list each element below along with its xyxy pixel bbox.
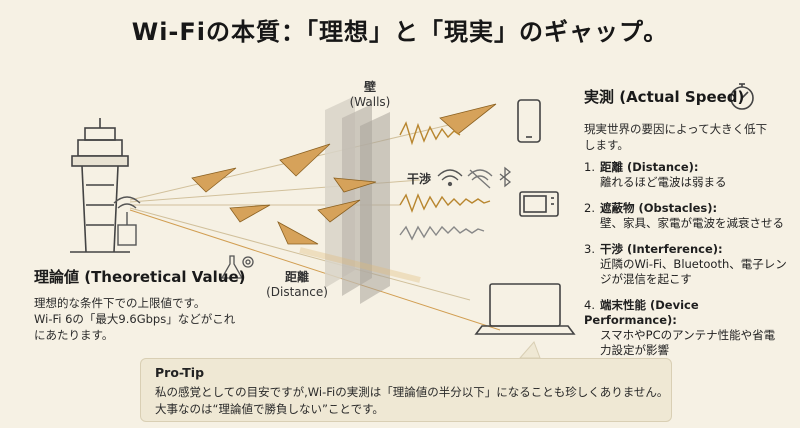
factor-number: 3.	[584, 242, 595, 256]
factor-title: 端末性能 (Device Performance):	[584, 298, 699, 327]
walls-label: 壁 (Walls)	[340, 78, 400, 109]
actual-section: 実測 (Actual Speed) 現実世界の要因によって大きく低下 します。	[584, 86, 794, 153]
factor-desc: 力設定が影響	[600, 343, 669, 357]
actual-heading: 実測 (Actual Speed)	[584, 88, 745, 106]
theory-description: 理想的な条件下での上限値です。 Wi-Fi 6の「最大9.6Gbps」などがこれ…	[34, 295, 294, 343]
factor-item-device: 4.端末性能 (Device Performance): スマホやPCのアンテナ…	[584, 298, 794, 358]
factor-number: 2.	[584, 201, 595, 215]
microwave-icon	[519, 191, 559, 217]
paper-plane-icons	[191, 103, 497, 245]
actual-description: 現実世界の要因によって大きく低下 します。	[584, 121, 794, 153]
theory-desc-line: にあたります。	[34, 328, 114, 342]
factor-item-interference: 3. 干渉 (Interference): 近隣のWi-Fi、Bluetooth、…	[584, 242, 794, 287]
control-tower-icon	[70, 118, 130, 253]
factor-desc: 離れるほど電波は弱まる	[600, 175, 727, 189]
actual-desc-line: します。	[584, 138, 629, 152]
factor-number: 1.	[584, 160, 595, 174]
factor-desc: ジが混信を起こす	[600, 272, 692, 286]
wifi-crossed-icon	[467, 169, 493, 189]
wifi-router-icon	[113, 196, 141, 246]
laptop-icon	[474, 283, 576, 335]
theory-section: 理論値 (Theoretical Value) 理想的な条件下での上限値です。 …	[34, 266, 294, 343]
distance-label-jp: 距離	[284, 270, 309, 284]
factor-title: 遮蔽物 (Obstacles):	[600, 201, 718, 215]
stopwatch-icon	[730, 83, 754, 110]
wifi-icon	[437, 169, 463, 187]
factor-item-distance: 1. 距離 (Distance): 離れるほど電波は弱まる	[584, 160, 794, 190]
factor-number: 4.	[584, 298, 595, 312]
page-title: Wi-Fiの本質：「理想」と「現実」のギャップ。	[131, 18, 669, 46]
factor-desc: 壁、家具、家電が電波を減衰させる	[600, 216, 784, 230]
weak-signal-trail	[299, 247, 421, 283]
factor-title: 距離 (Distance):	[600, 160, 699, 174]
walls-label-en: (Walls)	[349, 95, 391, 109]
walls-label-jp: 壁	[363, 80, 376, 94]
pro-tip-box: Pro-Tip 私の感覚としての目安ですが,Wi-Fiの実測は「理論値の半分以下…	[140, 358, 672, 422]
distance-label: 距離 (Distance)	[262, 268, 332, 299]
factor-list: 1. 距離 (Distance): 離れるほど電波は弱まる 2. 遮蔽物 (Obst…	[584, 160, 794, 369]
distance-label-en: (Distance)	[266, 285, 328, 299]
theory-desc-line: Wi-Fi 6の「最大9.6Gbps」などがこれ	[34, 312, 236, 326]
signal-waves	[399, 121, 491, 241]
walls	[325, 96, 390, 304]
actual-desc-line: 現実世界の要因によって大きく低下	[584, 122, 768, 136]
gear-flask-icon	[220, 255, 254, 279]
pro-tip-line: 私の感覚としての目安ですが,Wi-Fiの実測は「理論値の半分以下」になることも珍…	[155, 385, 669, 399]
theory-desc-line: 理想的な条件下での上限値です。	[34, 296, 206, 310]
factor-desc: 近隣のWi-Fi、Bluetooth、電子レン	[600, 257, 787, 271]
bluetooth-icon	[499, 166, 512, 188]
factor-desc: スマホやPCのアンテナ性能や省電	[600, 328, 776, 342]
tip-pointer	[518, 341, 541, 359]
theory-heading: 理論値 (Theoretical Value)	[34, 268, 246, 286]
factor-title: 干渉 (Interference):	[600, 242, 723, 256]
pro-tip-line: 大事なのは“理論値で勝負しない”ことです。	[155, 402, 384, 416]
interference-label: 干渉	[406, 172, 431, 186]
pro-tip-title: Pro-Tip	[155, 365, 205, 380]
smartphone-icon	[517, 99, 541, 143]
factor-item-obstacles: 2. 遮蔽物 (Obstacles): 壁、家具、家電が電波を減衰させる	[584, 201, 794, 231]
